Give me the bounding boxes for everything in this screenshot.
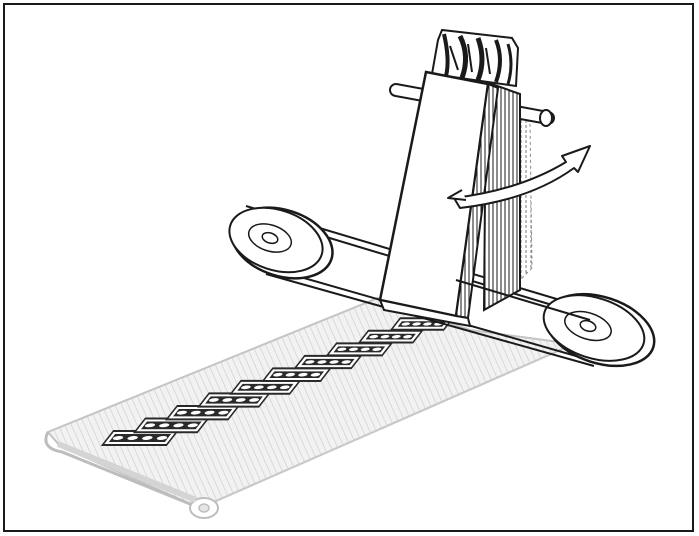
rotation-arrow-icon — [447, 145, 591, 209]
gum-sticks — [100, 317, 455, 446]
gum-stick — [229, 379, 302, 395]
gum-stick — [325, 342, 394, 357]
drive-belt-front — [455, 279, 591, 321]
gum-stick — [261, 367, 333, 382]
gum-stick — [357, 329, 424, 344]
gum-stick — [196, 392, 272, 408]
gum-stick — [132, 417, 210, 434]
left-pulley — [228, 206, 334, 280]
right-pulley — [542, 292, 656, 368]
gum-stick — [164, 404, 241, 421]
gum-stick — [100, 430, 180, 446]
gum-top-loaded — [430, 28, 520, 88]
gum-stick — [293, 354, 363, 370]
gum-magazine — [378, 28, 521, 328]
conveyor-belt — [44, 296, 578, 519]
